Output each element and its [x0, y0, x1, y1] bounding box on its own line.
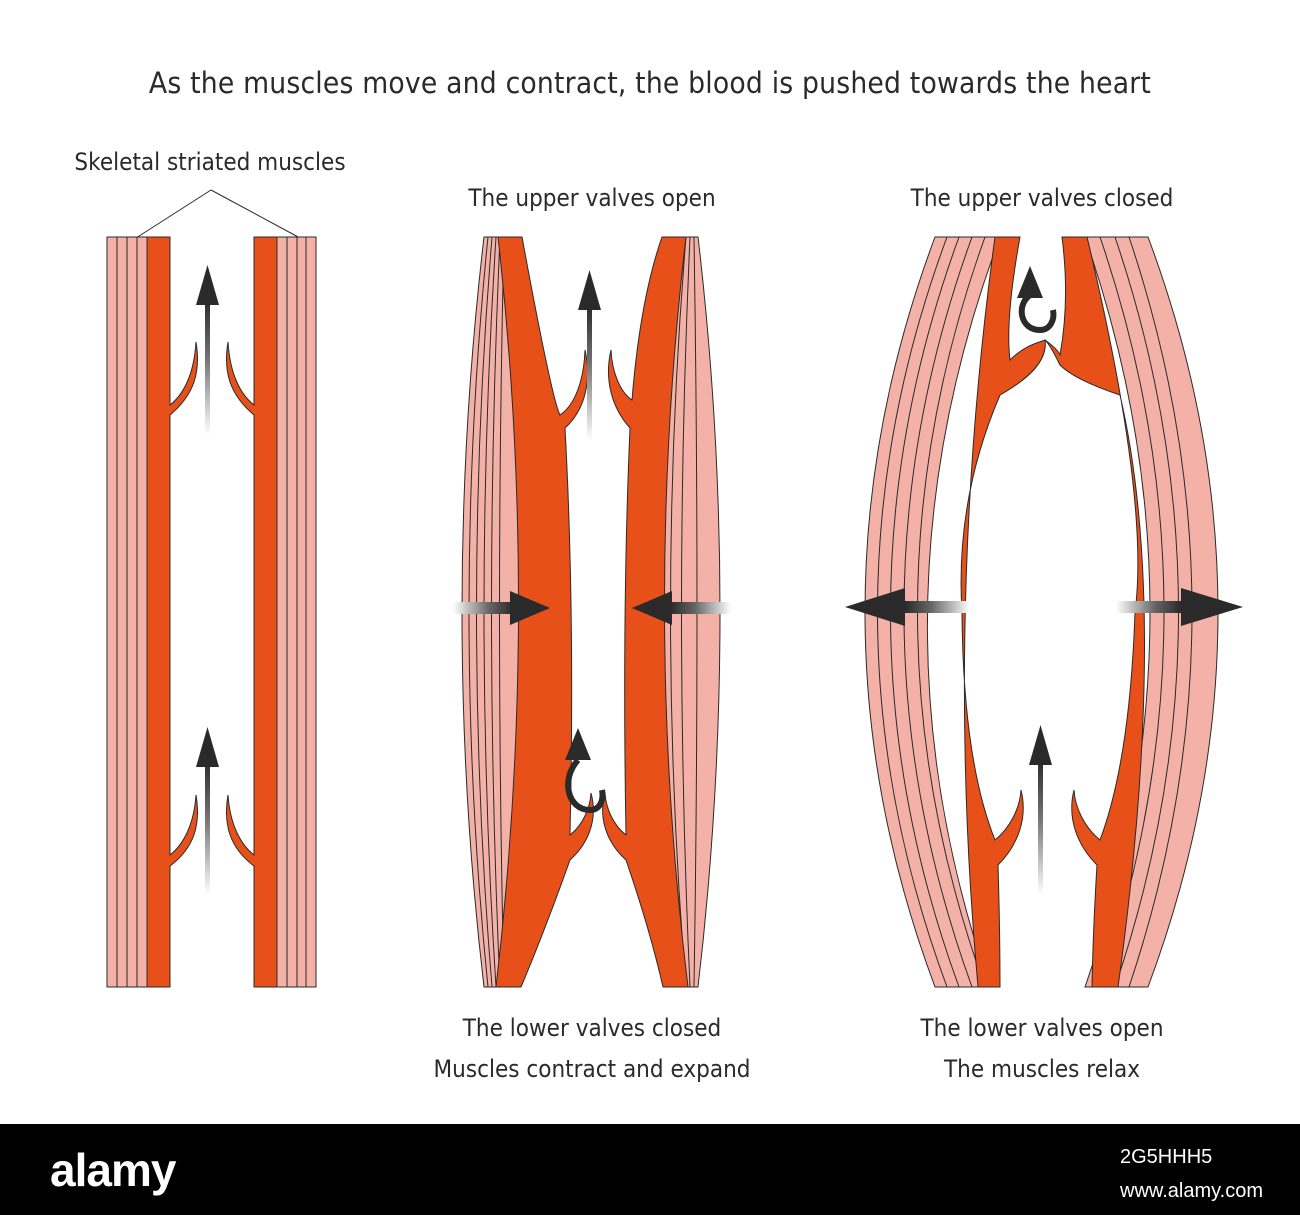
flow-arrow-up	[578, 270, 601, 440]
backflow-curl-arrow	[565, 728, 606, 814]
image-id-text: 2G5HHH5	[1120, 1146, 1213, 1168]
caption-muscles-relax: The muscles relax	[943, 1055, 1141, 1083]
caption-lower-valves-open: The lower valves open	[920, 1014, 1164, 1042]
vein-wall-right	[225, 236, 278, 988]
diagram-title: As the muscles move and contract, the bl…	[148, 66, 1152, 100]
vein-wall-left	[146, 236, 199, 988]
flow-arrow-up	[1029, 725, 1052, 895]
panel-relaxing	[845, 236, 1243, 988]
relax-arrow-left	[845, 588, 970, 626]
site-url-text: www.alamy.com	[1120, 1180, 1263, 1202]
muscles-label: Skeletal striated muscles	[74, 148, 346, 176]
relax-arrow-right	[1116, 588, 1243, 626]
label-leader-lines	[135, 189, 301, 239]
watermark-footer-bar	[0, 1124, 1300, 1215]
panel-resting	[106, 236, 317, 988]
squeeze-arrow-left	[632, 591, 731, 625]
vein-wall-left	[960, 236, 1046, 988]
backflow-curl-arrow	[1017, 266, 1057, 334]
caption-upper-valves-closed: The upper valves closed	[910, 184, 1174, 212]
alamy-logo: alamy	[50, 1144, 176, 1196]
muscle-pump-diagram	[106, 189, 1243, 988]
flow-arrow-up	[196, 727, 219, 895]
caption-muscles-contract: Muscles contract and expand	[433, 1055, 751, 1083]
vein-wall-right	[1044, 236, 1145, 988]
flow-arrow-up	[196, 265, 219, 435]
panel-contracting	[453, 236, 731, 988]
caption-lower-valves-closed: The lower valves closed	[462, 1014, 722, 1042]
caption-upper-valves-open: The upper valves open	[468, 184, 716, 212]
squeeze-arrow-right	[453, 591, 550, 625]
